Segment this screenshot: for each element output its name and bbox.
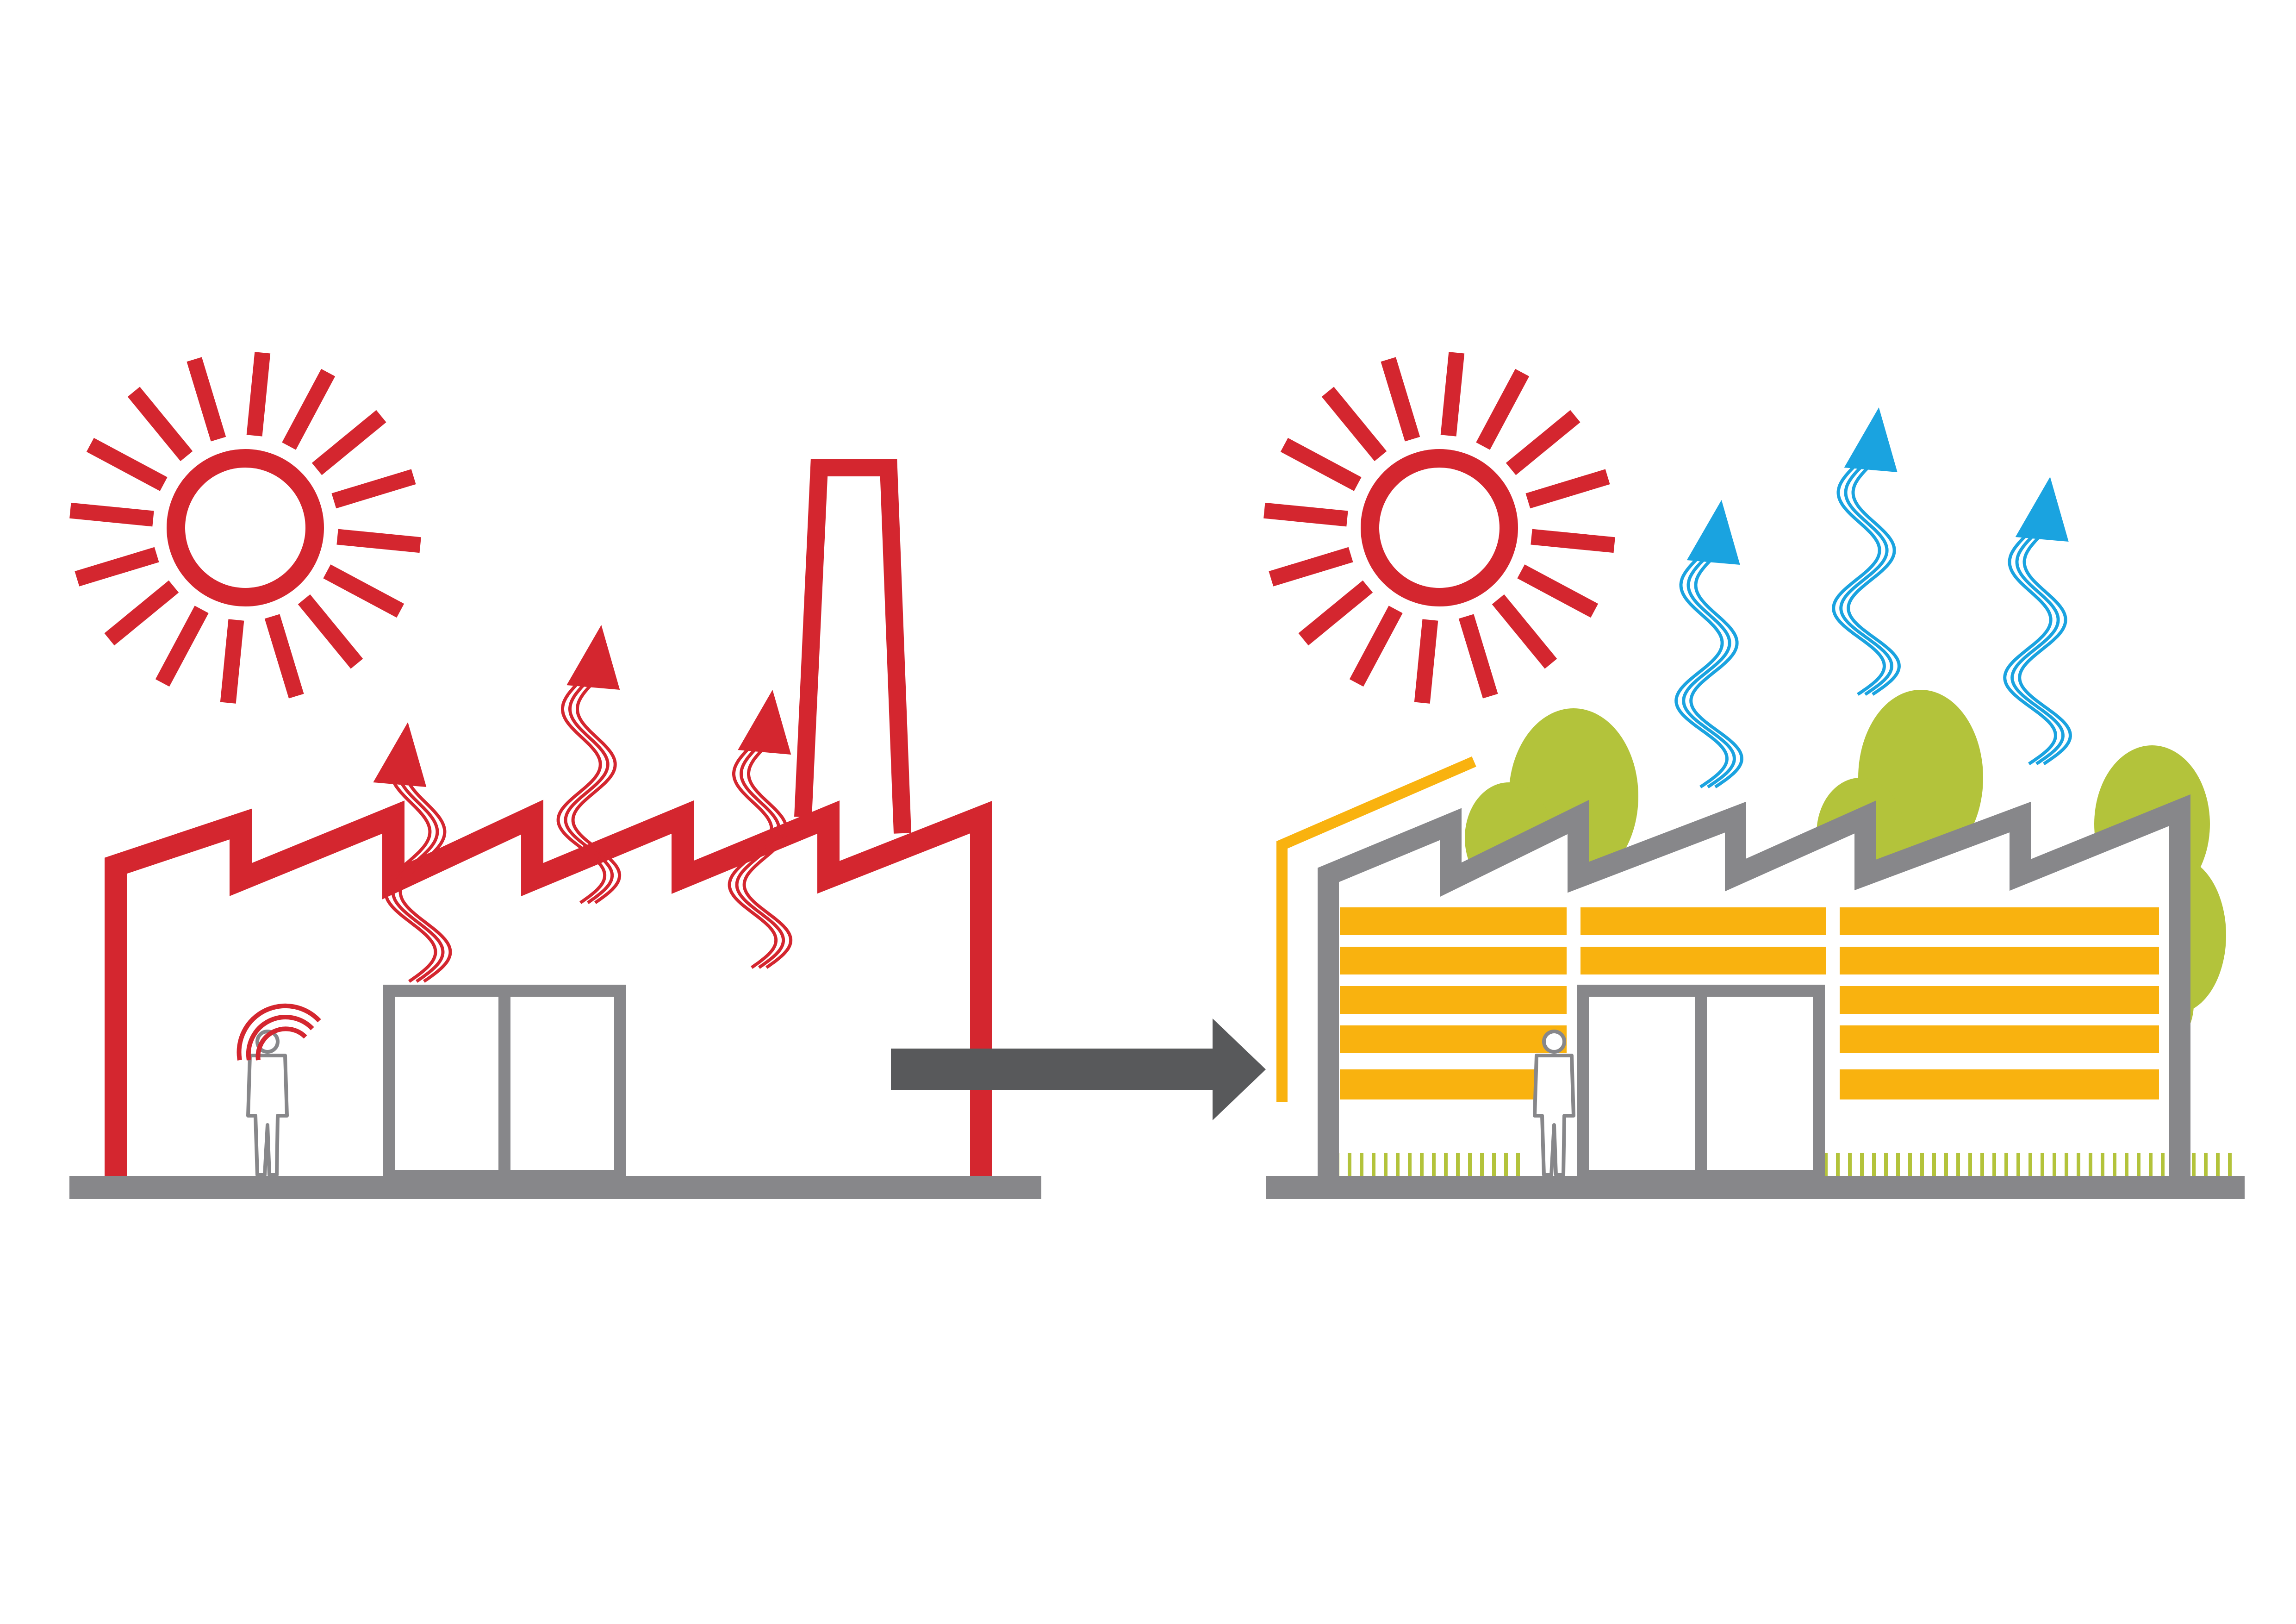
sun-ray [1263, 502, 1348, 527]
sun-ray [1298, 580, 1373, 646]
wave-line [564, 675, 614, 904]
sun-ray [1440, 352, 1465, 437]
wave-line [742, 739, 793, 969]
sun-ray [282, 369, 336, 450]
heat-wave-icon [373, 722, 452, 983]
sun-ray [1280, 437, 1362, 491]
heat-aura-icon [236, 1003, 321, 1061]
wave-line [398, 773, 452, 983]
sun-ray [1349, 606, 1403, 687]
wave-line [1682, 550, 1736, 788]
wave-line [391, 773, 445, 983]
wave-line [1674, 550, 1729, 788]
before-scene [69, 352, 1041, 1199]
person-body [246, 1054, 289, 1177]
sun-ray [69, 502, 154, 527]
person-body [1533, 1054, 1575, 1177]
sun-ray [264, 614, 304, 699]
sun-ray [323, 564, 404, 618]
heat-wave-icon [728, 690, 793, 969]
person-icon [1533, 1030, 1575, 1177]
wave-arrow-head [373, 722, 427, 787]
sun-ray [220, 619, 244, 704]
sun-ray [246, 352, 271, 437]
wave-line [571, 675, 622, 904]
sun-ray [1476, 369, 1530, 450]
sun-ray [127, 387, 193, 462]
door-icon [383, 985, 626, 1182]
door-icon [1577, 985, 1825, 1182]
person-icon [246, 1030, 289, 1177]
factory-outline [1318, 794, 2190, 1176]
wave-line [2010, 526, 2065, 765]
solar-panel-icon [1276, 756, 1476, 1102]
sun-ray [1321, 387, 1387, 462]
cool-air-icon [1832, 407, 1901, 696]
cool-air-icon [1674, 500, 1743, 788]
wave-line [1839, 457, 1893, 696]
arrow-right-icon [891, 1018, 1266, 1120]
sun-ray [1381, 357, 1420, 442]
sun-ray [1506, 410, 1580, 475]
wave-line [556, 675, 607, 904]
cool-air-icon [2003, 477, 2072, 765]
wave-line [2003, 526, 2057, 765]
wave-arrow-head [1844, 407, 1898, 472]
sun-ray [1492, 594, 1557, 669]
sun-ray [104, 580, 179, 646]
factory-outline [105, 800, 992, 1176]
grass-icon [2192, 1153, 2232, 1176]
wave-line [1832, 457, 1886, 696]
sun-ray [1517, 564, 1599, 618]
wave-arrow-head [1686, 500, 1740, 565]
wave-line [384, 773, 437, 983]
wave-line [2018, 526, 2072, 765]
sun-icon [1263, 352, 1615, 704]
wave-line [728, 739, 778, 969]
after-scene [1263, 352, 2245, 1199]
sun-ray [1458, 614, 1498, 699]
sun-ray [311, 410, 386, 475]
sun-ray [187, 357, 226, 442]
wave-line [1847, 457, 1901, 696]
sun-ray [75, 547, 159, 587]
heat-wave-icon [556, 625, 622, 904]
sun-icon [69, 352, 421, 704]
person-head [1542, 1030, 1566, 1054]
sun-ray [155, 606, 209, 687]
sun-ray [298, 594, 363, 669]
person-head [255, 1030, 280, 1054]
sun-ray [1414, 619, 1438, 704]
sun-ray [1525, 469, 1610, 509]
chimney-icon [794, 459, 911, 834]
wave-arrow-head [738, 690, 791, 755]
wave-line [1689, 550, 1743, 788]
sun-ray [336, 529, 421, 553]
wave-line [735, 739, 785, 969]
wave-arrow-head [2015, 477, 2069, 542]
solar-facade-strips [1340, 907, 2159, 1099]
sun-ray [331, 469, 416, 509]
sun-ray [1269, 547, 1353, 587]
sun-ray [1531, 529, 1615, 553]
sun-ray [86, 437, 168, 491]
wave-arrow-head [566, 625, 620, 690]
